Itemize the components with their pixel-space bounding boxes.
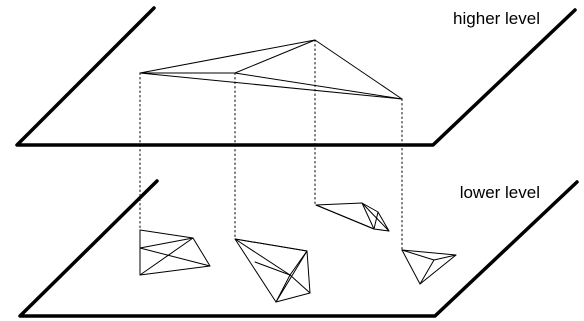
lower-mesh-3: [315, 202, 390, 232]
lower-mesh-4: [401, 249, 457, 285]
higher-level-plane: [15, 6, 577, 147]
lower-level-plane: [18, 179, 579, 318]
higher-level-mesh: [139, 39, 403, 100]
lower-level-mesh: [139, 202, 457, 303]
higher-level-label: higher level: [453, 9, 540, 28]
lower-mesh-2: [234, 238, 311, 303]
lower-mesh-1: [139, 229, 211, 276]
lower-level-label: lower level: [460, 183, 540, 202]
projection-lines: [139, 39, 403, 251]
